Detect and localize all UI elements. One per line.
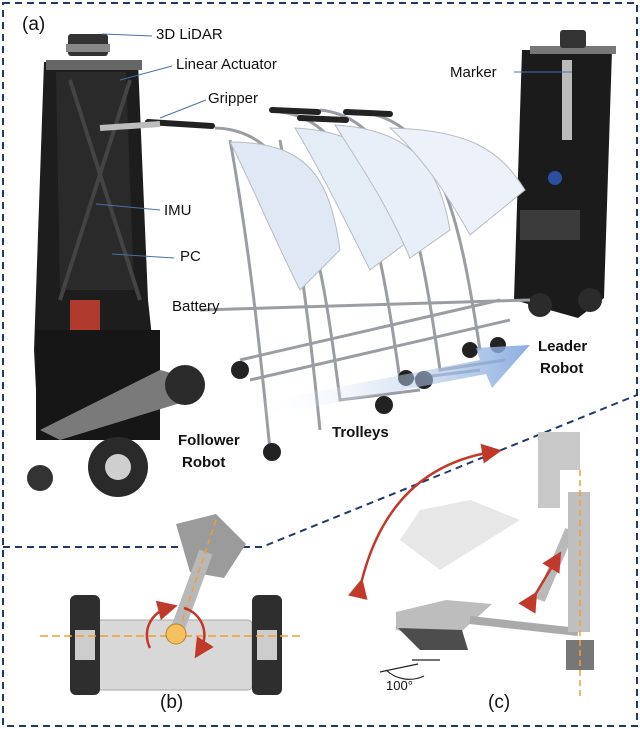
leader-robot: [514, 30, 616, 318]
trolley-panels: [229, 124, 526, 291]
trolley-handles: [145, 107, 393, 129]
label-leader-line1: Leader: [538, 338, 588, 355]
label-angle-100: 100°: [386, 678, 413, 693]
label-battery: Battery: [172, 298, 220, 315]
gripper-arm: [99, 121, 161, 131]
label-linear-actuator: Linear Actuator: [176, 56, 277, 73]
panel-c-illustration: [348, 432, 594, 700]
follower-robot: [27, 34, 205, 497]
label-imu: IMU: [164, 202, 192, 219]
label-gripper: Gripper: [208, 90, 259, 107]
label-leader-line2: Robot: [540, 360, 584, 377]
label-marker: Marker: [450, 64, 497, 81]
panel-label-b: (b): [160, 692, 184, 713]
section-divider: [3, 394, 638, 548]
callout-leader-lines: [95, 33, 572, 259]
motion-arrow: [250, 345, 530, 418]
panel-label-a: (a): [22, 14, 46, 35]
label-trolleys: Trolleys: [332, 424, 389, 441]
label-follower-line1: Follower: [178, 432, 240, 449]
panel-b-illustration: [40, 514, 300, 695]
panel-label-c: (c): [488, 692, 511, 713]
label-follower-line2: Robot: [182, 454, 226, 471]
trolley-wheels: [231, 337, 506, 461]
label-3d-lidar: 3D LiDAR: [156, 26, 223, 43]
label-pc: PC: [180, 248, 201, 265]
